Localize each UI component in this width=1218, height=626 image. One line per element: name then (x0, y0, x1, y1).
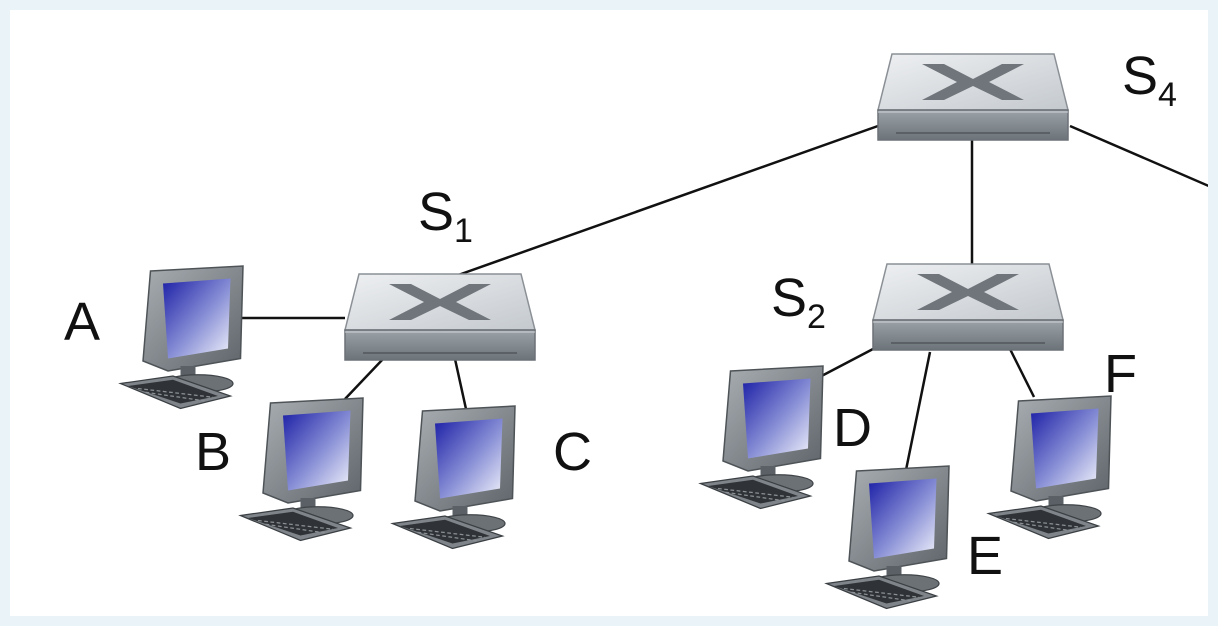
switch-s2-letter: S (771, 268, 807, 328)
link-s2-e (904, 351, 932, 471)
switch-s1-subscript: 1 (454, 212, 473, 250)
computer-a-icon (119, 265, 244, 410)
host-d-label: D (833, 398, 872, 458)
host-b-label: B (195, 422, 231, 482)
network-topology-diagram: S4 S1 S2 A B C D E F (64, 46, 1208, 610)
computer-c-icon (391, 405, 516, 550)
switch-s1-icon (344, 273, 536, 361)
switch-s2-label: S2 (771, 268, 826, 336)
link-s2-f (1008, 348, 1036, 398)
switch-s1-letter: S (418, 182, 454, 242)
link-s4-s1 (446, 124, 879, 281)
link-s1-c (453, 358, 468, 410)
switch-s2-icon (872, 263, 1064, 351)
host-f-label: F (1104, 344, 1137, 404)
computer-d-icon (699, 365, 824, 510)
link-s4-offscreen (1069, 124, 1208, 188)
link-s1-b (344, 358, 384, 400)
switch-s4-letter: S (1122, 46, 1158, 106)
computer-f-icon (987, 395, 1112, 540)
switch-s4-label: S4 (1122, 46, 1177, 114)
computer-e-icon (825, 465, 950, 610)
switch-s1-label: S1 (418, 182, 473, 250)
switch-s4-icon (877, 53, 1069, 141)
host-a-label: A (64, 292, 100, 352)
switch-s4-subscript: 4 (1158, 76, 1177, 114)
computer-b-icon (239, 397, 364, 542)
diagram-canvas: S4 S1 S2 A B C D E F (10, 10, 1208, 616)
host-c-label: C (553, 422, 592, 482)
switch-s2-subscript: 2 (807, 298, 826, 336)
host-e-label: E (967, 526, 1003, 586)
